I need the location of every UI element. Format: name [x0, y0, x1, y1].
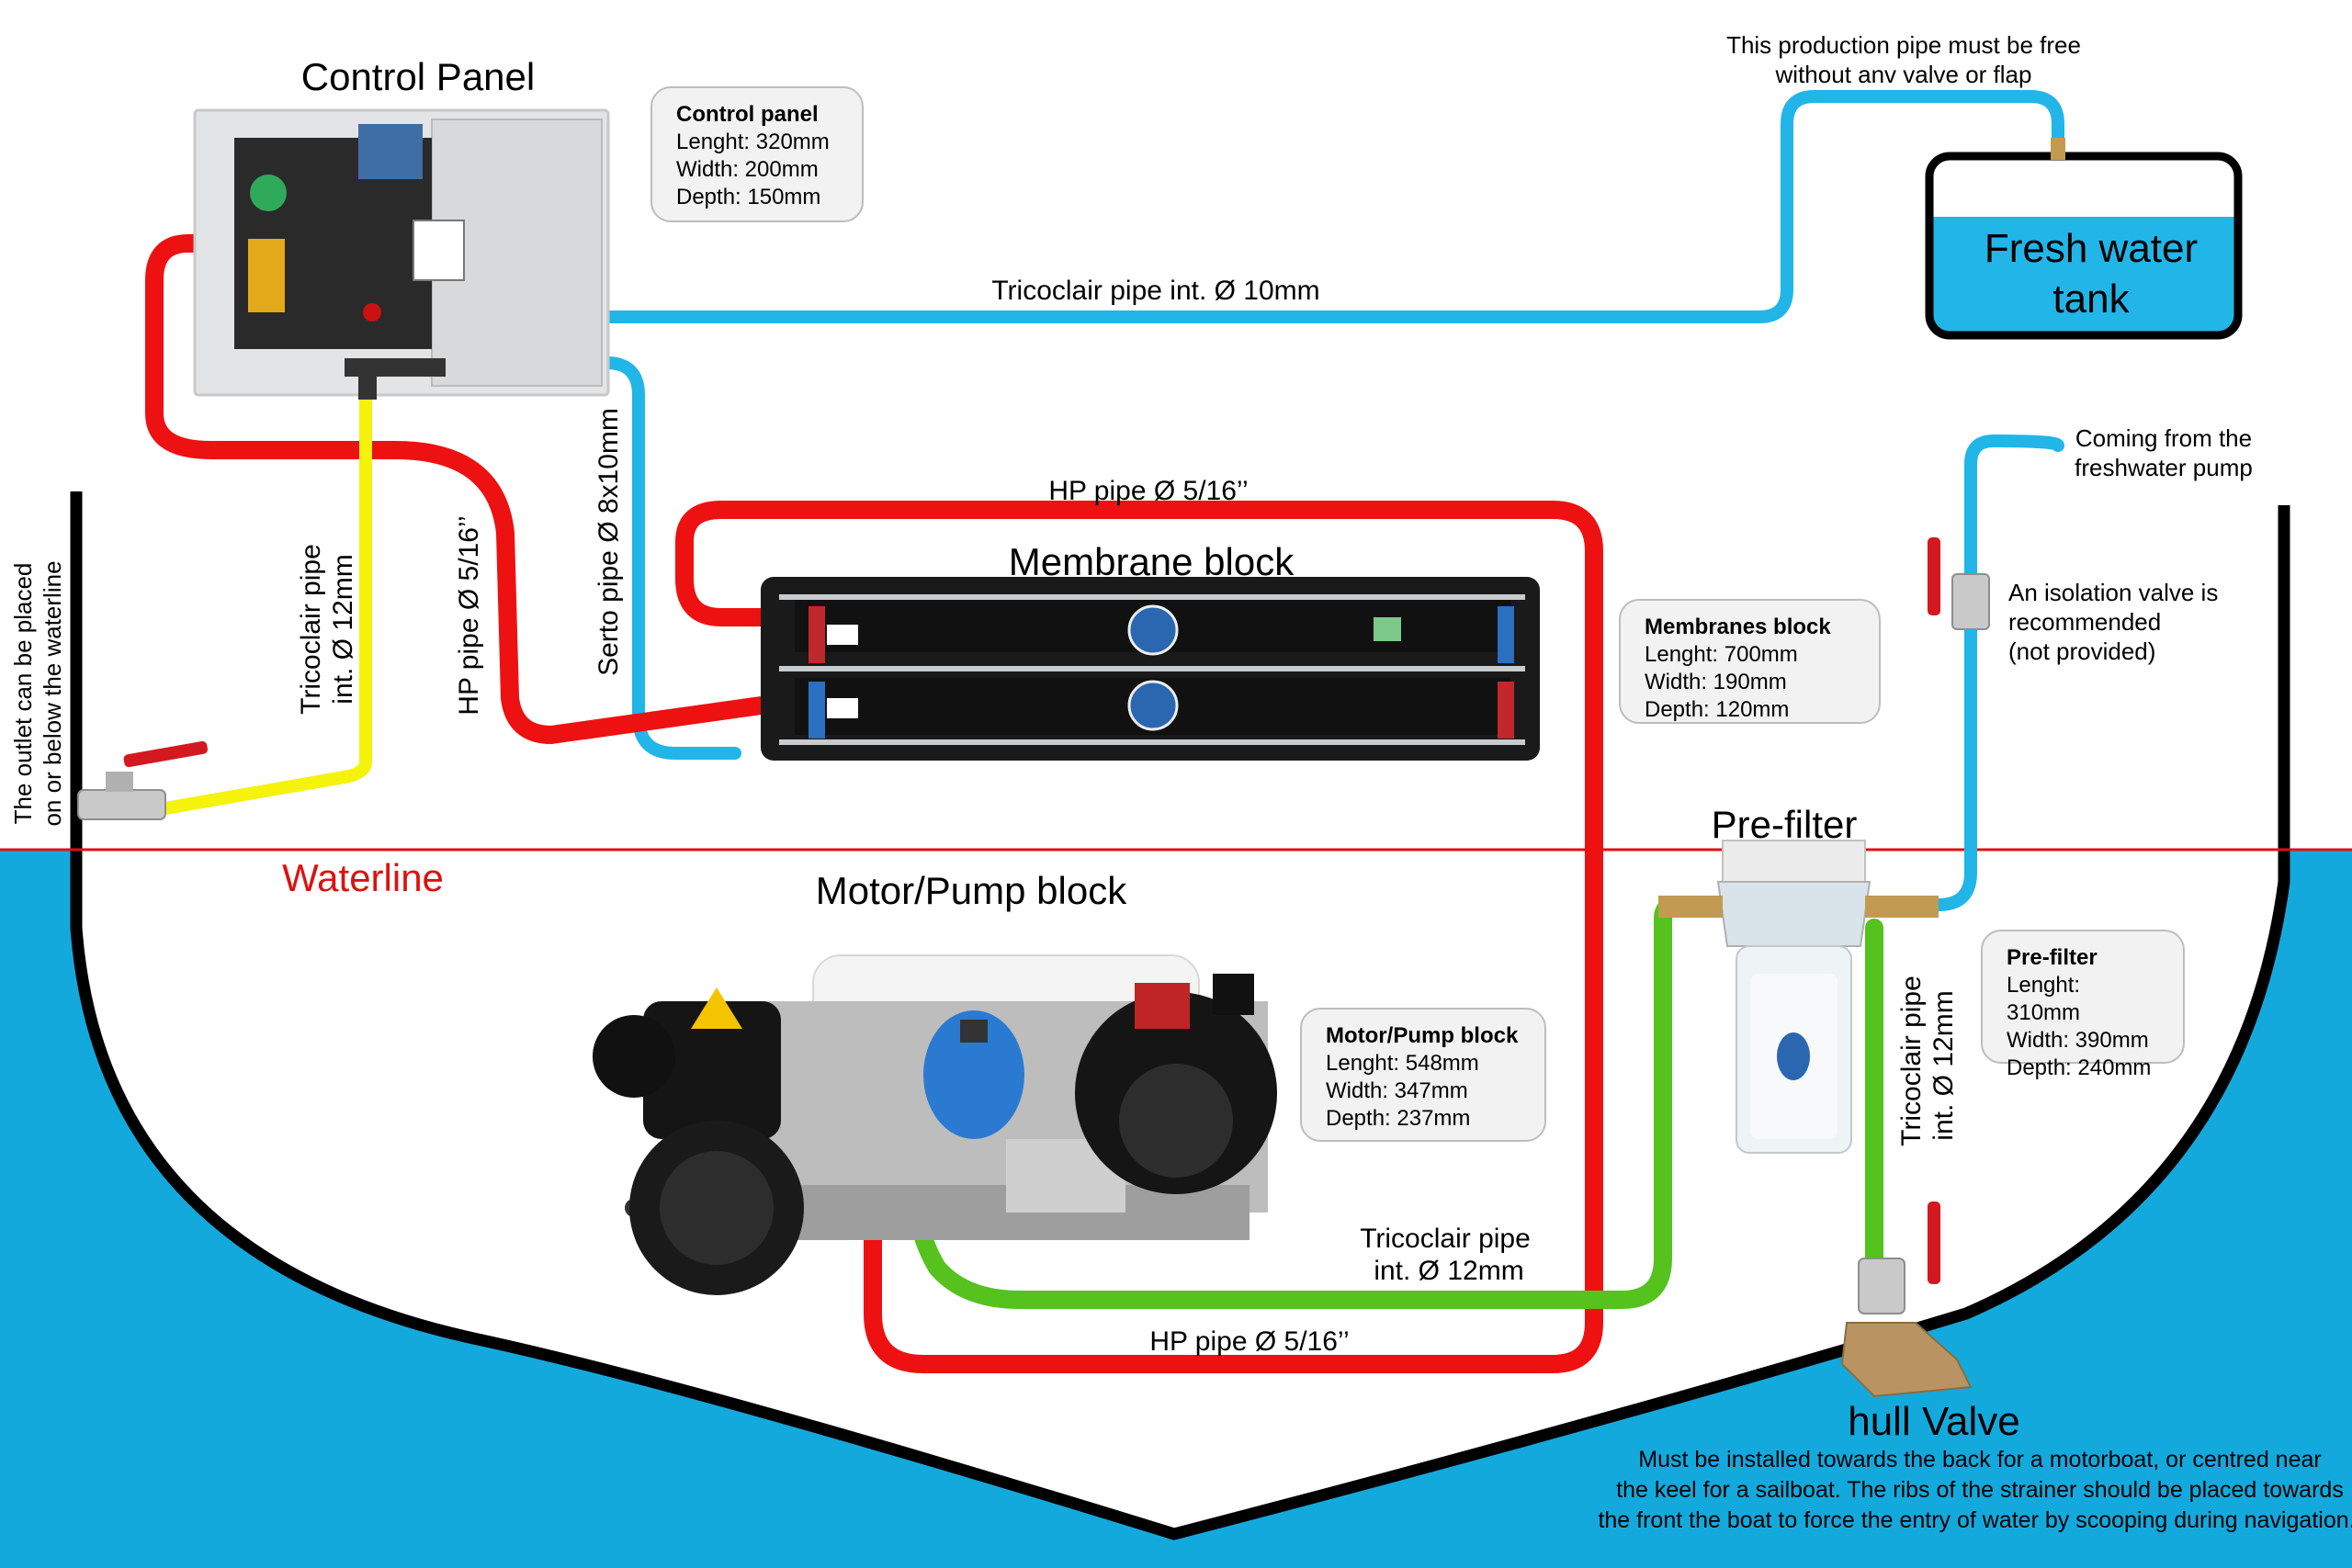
spec-box-line: Lenght: 320mm	[676, 130, 830, 154]
spec-box-title: Pre-filter	[2007, 945, 2098, 970]
freshwater-pump-note-1: Coming from the	[2075, 424, 2252, 452]
spec-box-line: Lenght: 310mm	[2007, 973, 2081, 1025]
spec-box-line: Width: 347mm	[1326, 1078, 1468, 1103]
isolation-valve-note-1: An isolation valve is	[2008, 579, 2218, 606]
spec-box-line: Lenght: 700mm	[1645, 642, 1798, 667]
tricoclair-10mm-label: Tricoclair pipe int. Ø 10mm	[991, 276, 1319, 306]
isolation-valve-note-2: recommended	[2008, 608, 2161, 636]
freshwater-supply-pipe	[1914, 434, 2064, 911]
membranes-block-spec-box: Membranes block Lenght: 700mm Width: 190…	[1619, 599, 1881, 724]
tricoclair-mid-label-2: int. Ø 12mm	[1374, 1256, 1523, 1286]
spec-box-title: Control panel	[676, 102, 819, 127]
control-panel-title: Control Panel	[301, 55, 535, 98]
motor-pump-device	[593, 954, 1277, 1295]
hp-pipe-top	[675, 501, 1603, 1373]
fresh-water-tank-label-2: tank	[2052, 276, 2130, 321]
spec-box-title: Motor/Pump block	[1326, 1023, 1519, 1048]
production-note-line-1: This production pipe must be free	[1726, 31, 2081, 59]
outlet-valve	[77, 740, 209, 820]
spec-box-line: Width: 200mm	[676, 157, 819, 182]
hull-valve-note-1: Must be installed towards the back for a…	[1638, 1447, 2321, 1472]
tricoclair-right-label-2: int. Ø 12mm	[1928, 990, 1959, 1140]
hull-valve-note-3: the front the boat to force the entry of…	[1598, 1507, 2352, 1533]
spec-box-line: Width: 190mm	[1645, 670, 1787, 694]
hp-pipe-vertical-label: HP pipe Ø 5/16’’	[454, 515, 484, 715]
isolation-valve-note-3: (not provided)	[2008, 637, 2155, 665]
spec-box-line: Depth: 240mm	[2007, 1055, 2152, 1080]
freshwater-pump-note-2: freshwater pump	[2075, 454, 2253, 481]
waterline-label: Waterline	[282, 856, 444, 899]
spec-box-line: Depth: 150mm	[676, 185, 821, 209]
pre-filter-spec-box: Pre-filter Lenght: 310mm Width: 390mm De…	[1981, 930, 2185, 1080]
spec-box-line: Lenght: 548mm	[1326, 1051, 1479, 1076]
hp-pipe-top-label: HP pipe Ø 5/16’’	[1048, 476, 1248, 506]
hull-valve-shape	[1840, 1201, 1973, 1398]
membrane-block-title: Membrane block	[1009, 540, 1295, 583]
hp-pipe-left	[145, 234, 790, 744]
brine-pipe	[159, 379, 372, 815]
hull-outline	[70, 491, 2290, 1540]
spec-box-line: Width: 390mm	[2007, 1028, 2149, 1053]
spec-box-title: Membranes block	[1645, 615, 1831, 639]
outlet-note-line-2: on or below the waterline	[39, 560, 66, 826]
outlet-note-line-1: The outlet can be placed	[9, 563, 37, 825]
hull-valve-note-2: the keel for a sailboat. The ribs of the…	[1616, 1477, 2344, 1503]
production-note-line-2: without anv valve or flap	[1775, 61, 2032, 88]
motor-pump-block-spec-box: Motor/Pump block Lenght: 548mm Width: 34…	[1300, 1008, 1546, 1142]
control-panel-device	[193, 108, 610, 400]
isolation-valve	[1928, 537, 1990, 630]
fresh-water-tank-label-1: Fresh water	[1984, 226, 2198, 271]
pre-filter-device	[1658, 840, 1939, 1154]
serto-pipe-label: Serto pipe Ø 8x10mm	[594, 408, 624, 676]
membrane-block-device	[761, 577, 1540, 761]
tricoclair-left-label-1: Tricoclair pipe	[296, 544, 326, 715]
spec-box-line: Depth: 120mm	[1645, 697, 1790, 722]
pre-filter-title: Pre-filter	[1712, 803, 1858, 846]
control-panel-spec-box: Control panel Lenght: 320mm Width: 200mm…	[650, 86, 864, 222]
spec-box-line: Depth: 237mm	[1326, 1106, 1471, 1131]
motor-pump-block-title: Motor/Pump block	[816, 869, 1127, 912]
tricoclair-right-label-1: Tricoclair pipe	[1896, 976, 1927, 1146]
tricoclair-mid-label-1: Tricoclair pipe	[1360, 1224, 1531, 1254]
hull-valve-title: hull Valve	[1848, 1399, 2020, 1444]
fresh-water-tank-shape	[1925, 138, 2243, 340]
hp-pipe-bottom-label: HP pipe Ø 5/16’’	[1149, 1326, 1349, 1357]
tricoclair-left-label-2: int. Ø 12mm	[328, 554, 358, 704]
